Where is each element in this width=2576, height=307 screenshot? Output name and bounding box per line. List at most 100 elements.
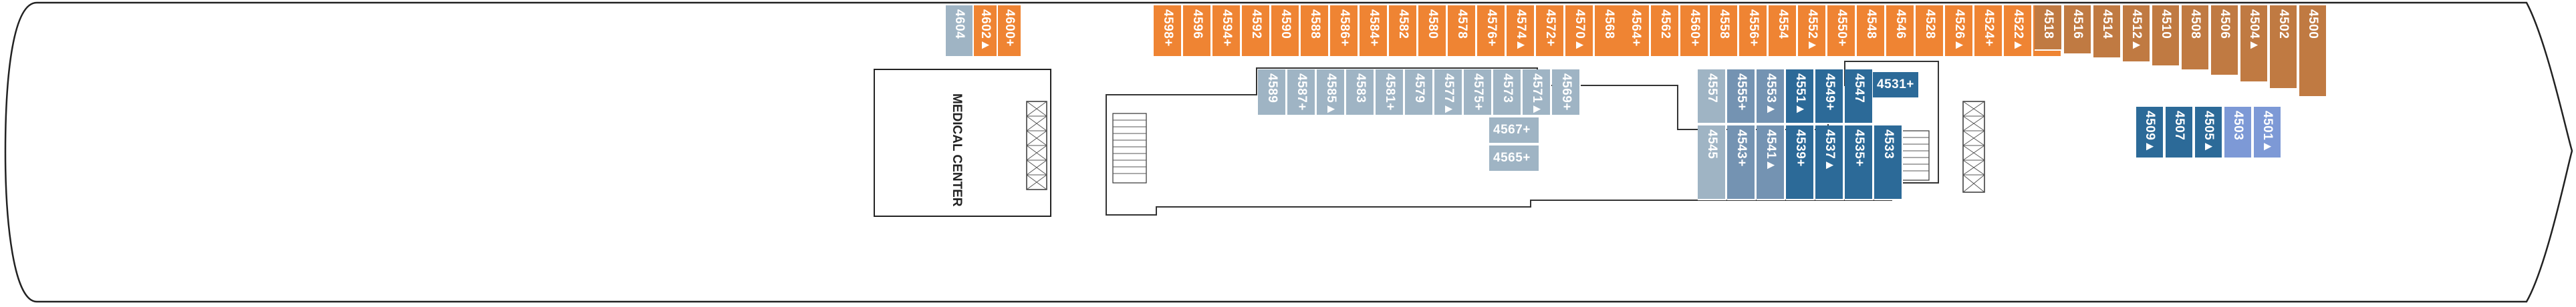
- cabin-number: 4577▲: [1441, 73, 1456, 116]
- cabin-4548[interactable]: 4548: [1857, 5, 1886, 57]
- cabin-number: 4557: [1704, 73, 1719, 103]
- cabin-number: 4585▲: [1323, 73, 1338, 116]
- cabin-4586[interactable]: 4586+: [1330, 5, 1359, 57]
- cabin-4506[interactable]: 4506: [2211, 5, 2239, 76]
- cabin-4541[interactable]: 4541▲: [1757, 125, 1785, 200]
- cabin-4574[interactable]: 4574▲: [1507, 5, 1535, 57]
- cabin-4571[interactable]: 4571▲: [1523, 69, 1551, 116]
- cabin-4576[interactable]: 4576+: [1477, 5, 1506, 57]
- cabin-4535[interactable]: 4535+: [1845, 125, 1874, 200]
- cabin-4579[interactable]: 4579: [1405, 69, 1434, 116]
- cabin-number: 4594+: [1219, 9, 1234, 47]
- cabin-4554[interactable]: 4554: [1769, 5, 1797, 57]
- cabin-4524[interactable]: 4524+: [1974, 5, 2003, 57]
- cabin-4589[interactable]: 4589: [1258, 69, 1287, 116]
- cabin-4551[interactable]: 4551▲: [1786, 69, 1815, 124]
- cabin-4507[interactable]: 4507: [2166, 107, 2194, 159]
- cabin-number: 4541▲: [1763, 129, 1778, 172]
- cabin-4567[interactable]: 4567+: [1489, 117, 1540, 144]
- staircase-aft: [1898, 130, 1930, 181]
- cabin-4514[interactable]: 4514: [2093, 5, 2121, 59]
- cabin-4582[interactable]: 4582: [1389, 5, 1418, 57]
- cabin-4516[interactable]: 4516: [2064, 5, 2092, 55]
- cabin-number: 4507: [2172, 111, 2186, 141]
- cabin-4537[interactable]: 4537▲: [1815, 125, 1844, 200]
- cabin-4577[interactable]: 4577▲: [1434, 69, 1463, 116]
- cabin-number: 4514: [2100, 9, 2114, 39]
- cabin-4508[interactable]: 4508: [2182, 5, 2210, 71]
- cabin-4594[interactable]: 4594+: [1212, 5, 1241, 57]
- cabin-4531[interactable]: 4531+: [1873, 72, 1920, 99]
- cabin-4564[interactable]: 4564+: [1622, 5, 1650, 57]
- cabin-4585[interactable]: 4585▲: [1317, 69, 1345, 116]
- cabin-4549[interactable]: 4549+: [1815, 69, 1844, 124]
- cabin-4552[interactable]: 4552▲: [1798, 5, 1827, 57]
- cabin-number: 4589: [1265, 73, 1279, 103]
- cabin-4573[interactable]: 4573: [1493, 69, 1522, 116]
- cabin-4598[interactable]: 4598+: [1154, 5, 1182, 57]
- cabin-4539[interactable]: 4539+: [1786, 125, 1815, 200]
- cabin-4526[interactable]: 4526▲: [1945, 5, 1974, 57]
- cabin-4592[interactable]: 4592: [1242, 5, 1271, 57]
- cabin-4578[interactable]: 4578: [1448, 5, 1476, 57]
- cabin-number: 4576+: [1484, 9, 1499, 47]
- cabin-4543[interactable]: 4543+: [1727, 125, 1756, 200]
- cabin-number: 4604: [952, 9, 967, 39]
- cabin-4504[interactable]: 4504▲: [2240, 5, 2269, 83]
- cabin-4568[interactable]: 4568: [1595, 5, 1624, 57]
- cabin-4503[interactable]: 4503: [2224, 107, 2252, 159]
- cabin-4553[interactable]: 4553▲: [1757, 69, 1785, 124]
- cabin-number: 4558: [1716, 9, 1731, 39]
- cabin-4560[interactable]: 4560+: [1680, 5, 1709, 57]
- cabin-4600[interactable]: 4600+: [998, 5, 1022, 57]
- cabin-4584[interactable]: 4584+: [1360, 5, 1388, 57]
- cabin-4557[interactable]: 4557: [1698, 69, 1726, 124]
- cabin-number: 4543+: [1734, 129, 1749, 167]
- cabin-4546[interactable]: 4546: [1886, 5, 1915, 57]
- cabin-4604[interactable]: 4604: [946, 5, 974, 57]
- cabin-4572[interactable]: 4572+: [1536, 5, 1565, 57]
- cabin-4587[interactable]: 4587+: [1287, 69, 1316, 116]
- cabin-4545[interactable]: 4545: [1698, 125, 1726, 200]
- cabin-4550[interactable]: 4550+: [1827, 5, 1856, 57]
- cabin-number: 4501▲: [2261, 111, 2275, 154]
- cabin-4522[interactable]: 4522▲: [2004, 5, 2033, 57]
- cabin-number: 4551▲: [1793, 73, 1807, 116]
- cabin-4510[interactable]: 4510: [2152, 5, 2180, 67]
- cabin-4512[interactable]: 4512▲: [2123, 5, 2151, 63]
- cabin-4596[interactable]: 4596: [1183, 5, 1212, 57]
- cabin-4558[interactable]: 4558: [1710, 5, 1738, 57]
- cabin-4575[interactable]: 4575+: [1464, 69, 1493, 116]
- cabin-4505[interactable]: 4505▲: [2195, 107, 2223, 159]
- cabin-4602[interactable]: 4602▲: [974, 5, 998, 57]
- cabin-4583[interactable]: 4583: [1346, 69, 1375, 116]
- cabin-4556[interactable]: 4556+: [1739, 5, 1768, 57]
- cabin-4533[interactable]: 4533: [1874, 125, 1903, 200]
- cabin-4547[interactable]: 4547: [1845, 69, 1874, 124]
- cabin-number: 4580: [1425, 9, 1440, 39]
- cabin-number: 4575+: [1470, 73, 1485, 111]
- cabin-4581[interactable]: 4581+: [1376, 69, 1404, 116]
- cabin-number: 4506: [2218, 9, 2232, 39]
- cabin-4590[interactable]: 4590: [1271, 5, 1300, 57]
- cabin-4588[interactable]: 4588: [1301, 5, 1329, 57]
- cabin-number: 4509▲: [2143, 111, 2157, 154]
- cabin-4518[interactable]: 4518: [2035, 5, 2063, 51]
- cabin-4528[interactable]: 4528: [1916, 5, 1944, 57]
- cabin-number: 4526▲: [1952, 9, 1966, 52]
- cabin-number: 4500: [2306, 9, 2320, 39]
- cabin-4565[interactable]: 4565+: [1489, 145, 1540, 172]
- cabin-4502[interactable]: 4502: [2270, 5, 2298, 89]
- cabin-4501[interactable]: 4501▲: [2254, 107, 2282, 159]
- cabin-4569[interactable]: 4569+: [1552, 69, 1581, 116]
- cabin-4509[interactable]: 4509▲: [2136, 107, 2164, 159]
- cabin-4570[interactable]: 4570▲: [1565, 5, 1594, 57]
- medical-center-label: MEDICAL CENTER: [950, 93, 964, 207]
- elevator-shaft-aft: [1962, 101, 1985, 193]
- cabin-number: 4584+: [1366, 9, 1381, 47]
- cabin-4555[interactable]: 4555+: [1727, 69, 1756, 124]
- cabin-4562[interactable]: 4562: [1651, 5, 1680, 57]
- cabin-4580[interactable]: 4580: [1418, 5, 1447, 57]
- cabin-4500[interactable]: 4500: [2299, 5, 2327, 97]
- cabin-number: 4539+: [1793, 129, 1807, 167]
